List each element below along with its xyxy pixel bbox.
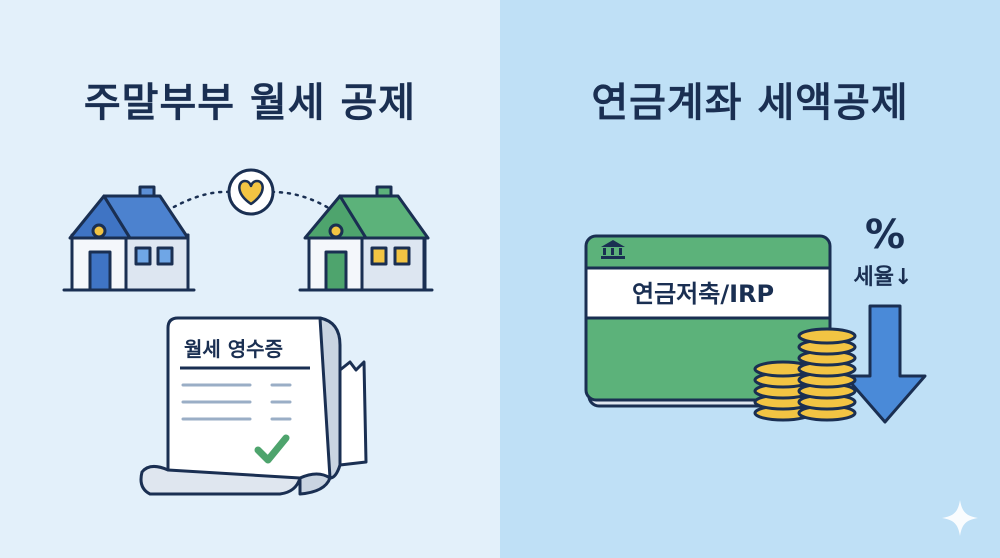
bank-icon bbox=[601, 240, 625, 259]
checkmark-icon bbox=[254, 434, 290, 464]
percent-symbol: % bbox=[865, 212, 905, 258]
left-title: 주말부부 월세 공제 bbox=[83, 80, 417, 126]
house-blue-icon bbox=[62, 185, 196, 292]
right-illustration: 연금저축/IRP % 세율↓ bbox=[584, 212, 927, 424]
heart-icon bbox=[227, 168, 275, 216]
coin bbox=[797, 327, 857, 345]
house-green-icon bbox=[298, 185, 434, 292]
down-arrow-icon bbox=[843, 304, 927, 424]
left-panel: 주말부부 월세 공제 bbox=[0, 0, 500, 558]
right-title: 연금계좌 세액공제 bbox=[591, 80, 909, 126]
tax-rate-label: 세율↓ bbox=[854, 265, 913, 290]
coins-icon bbox=[753, 327, 857, 422]
receipt-title: 월세 영수증 bbox=[184, 337, 283, 361]
card-label: 연금저축/IRP bbox=[632, 280, 774, 308]
right-panel: 연금계좌 세액공제 연금저축/IRP % 세율↓ bbox=[500, 0, 1000, 558]
sparkle-icon bbox=[942, 500, 978, 536]
dotted-connector-right bbox=[270, 190, 337, 214]
left-illustration: 월세 영수증 bbox=[62, 168, 434, 496]
